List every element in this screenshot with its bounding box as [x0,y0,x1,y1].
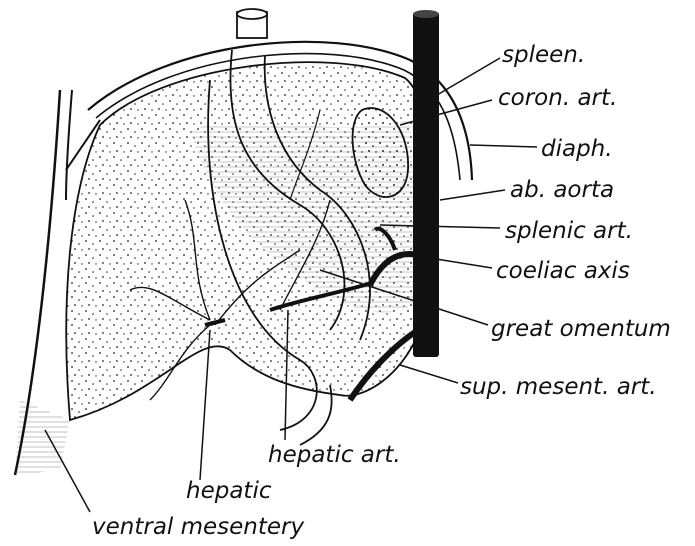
label-diaph: diaph. [541,136,613,162]
label-splenic-art: splenic art. [505,218,633,244]
top-vessel [237,9,267,38]
label-great-omentum: great omentum [491,316,671,342]
label-spleen: spleen. [502,42,585,68]
label-hepatic-art: hepatic art. [268,442,401,468]
label-coeliac-axis: coeliac axis [496,258,630,284]
label-ventral-mesentery: ventral mesentery [92,514,304,540]
label-ab-aorta: ab. aorta [510,177,614,203]
label-coron-art: coron. art. [498,85,617,111]
label-hepatic: hepatic [186,478,272,504]
label-sup-mesent-art: sup. mesent. art. [460,374,657,400]
